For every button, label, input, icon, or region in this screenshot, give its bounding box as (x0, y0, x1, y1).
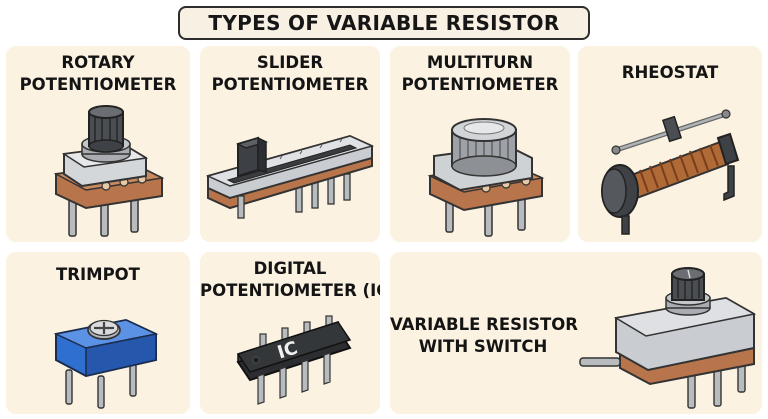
card-label: VARIABLE RESISTOR WITH SWITCH (390, 315, 579, 356)
card-rotary-potentiometer: ROTARY POTENTIOMETER (6, 46, 190, 242)
card-multiturn-potentiometer: MULTITURN POTENTIOMETER (390, 46, 570, 242)
card-trimpot: TRIMPOT (6, 252, 190, 414)
rotary-potentiometer-illustration (53, 105, 165, 237)
card-slider-potentiometer: SLIDER POTENTIOMETER (200, 46, 380, 242)
card-label: RHEOSTAT (621, 63, 719, 82)
card-label: SLIDER POTENTIOMETER (211, 53, 369, 94)
card-variable-resistor-with-switch: VARIABLE RESISTOR WITH SWITCH (390, 252, 762, 414)
card-label: ROTARY POTENTIOMETER (19, 53, 177, 94)
card-digital-potentiometer: DIGITAL POTENTIOMETER (IC) IC (200, 252, 380, 414)
page-title: TYPES OF VARIABLE RESISTOR (178, 6, 590, 40)
card-label: DIGITAL POTENTIOMETER (IC) (200, 259, 380, 300)
card-rheostat: RHEOSTAT (578, 46, 762, 242)
variable-resistor-with-switch-illustration (579, 267, 757, 409)
rheostat-illustration (601, 109, 740, 235)
slider-potentiometer-illustration (205, 134, 375, 219)
card-label: MULTITURN POTENTIOMETER (401, 53, 559, 94)
card-label: TRIMPOT (56, 265, 140, 284)
multiturn-potentiometer-illustration (427, 118, 545, 237)
trimpot-illustration (53, 318, 159, 409)
digital-potentiometer-ic-illustration: IC (236, 315, 352, 405)
